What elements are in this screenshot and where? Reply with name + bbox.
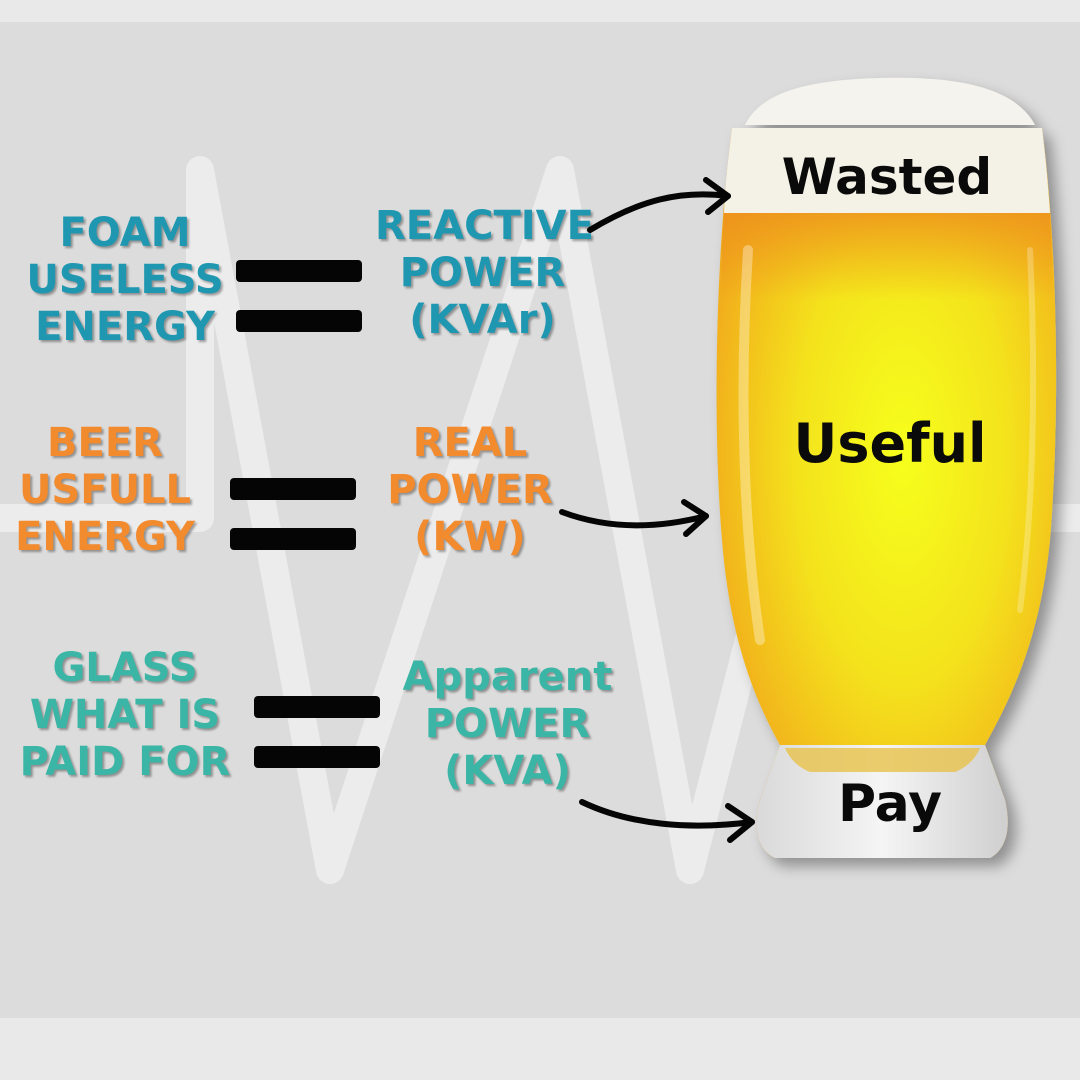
foam-line-1: FOAM	[59, 210, 191, 256]
arrow-apparent-to-pay	[579, 799, 755, 829]
reactive-line-3: (KVAr)	[409, 296, 556, 343]
reactive-line-2: POWER	[399, 249, 566, 296]
glass-line-3: PAID FOR	[19, 738, 231, 785]
glass-line-2: WHAT IS	[29, 691, 221, 738]
equals-sign-1-top	[236, 260, 362, 282]
apparent-line-2: POWER	[424, 700, 591, 747]
foam-label: FOAM USELESS ENERGY	[20, 210, 230, 350]
foam-line-3: ENERGY	[35, 303, 215, 350]
foam-line-2: USELESS	[26, 256, 224, 303]
equals-sign-2-top	[230, 478, 356, 500]
useful-label: Useful	[793, 412, 987, 475]
beer-line-2: USFULL	[18, 466, 192, 513]
equals-sign-1-bottom	[236, 310, 362, 332]
top-band	[0, 0, 1080, 22]
reactive-power-label: REACTIVE POWER (KVAr)	[375, 203, 594, 343]
beer-label: BEER USFULL ENERGY	[5, 420, 205, 560]
real-power-label: REAL POWER (KW)	[370, 420, 570, 560]
beer-line-3: ENERGY	[15, 513, 195, 560]
arrow-real-to-useful	[559, 509, 709, 529]
arrow-real-head	[681, 499, 709, 537]
apparent-line-1: Apparent	[402, 654, 613, 700]
equals-sign-3-top	[254, 696, 380, 718]
bottom-band	[0, 1018, 1080, 1080]
glass-body	[716, 77, 1057, 858]
real-line-3: (KW)	[414, 513, 526, 560]
glass-label: GLASS WHAT IS PAID FOR	[15, 645, 235, 785]
arrow-reactive-head	[703, 177, 731, 215]
glass-line-1: GLASS	[52, 645, 198, 691]
pay-label: Pay	[837, 774, 943, 834]
wasted-label: Wasted	[781, 148, 993, 206]
beer-line-1: BEER	[47, 420, 163, 466]
equals-sign-2-bottom	[230, 528, 356, 550]
equals-sign-3-bottom	[254, 746, 380, 768]
apparent-line-3: (KVA)	[444, 747, 571, 794]
reactive-line-1: REACTIVE	[375, 203, 594, 249]
real-line-1: REAL	[412, 420, 528, 466]
real-line-2: POWER	[387, 466, 553, 513]
arrow-apparent-head	[725, 803, 755, 843]
apparent-power-label: Apparent POWER (KVA)	[400, 654, 615, 794]
arrow-reactive-to-wasted	[587, 191, 731, 233]
